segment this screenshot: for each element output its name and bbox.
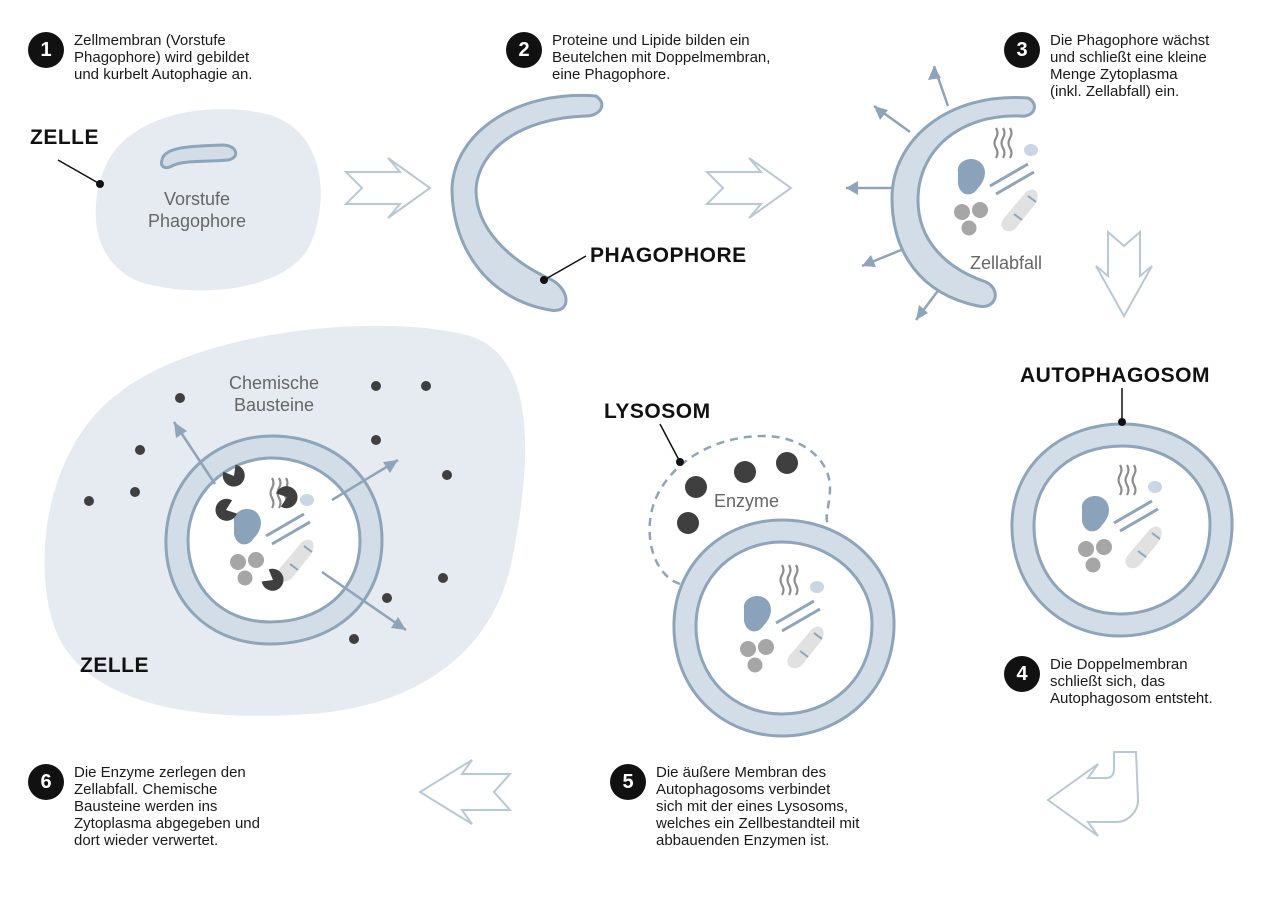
flow-arrow-1 bbox=[343, 157, 432, 219]
step-text-2: Proteine und Lipide bilden ein Beutelche… bbox=[552, 32, 771, 83]
label-vorstufe: Vorstufe Phagophore bbox=[147, 189, 247, 231]
growing-phagophore bbox=[846, 65, 1040, 321]
cell-step6 bbox=[44, 325, 526, 716]
step-number-5: 5 bbox=[610, 764, 646, 800]
phagophore-precursor bbox=[160, 143, 238, 170]
flow-arrow-5 bbox=[418, 759, 513, 825]
step-3: 3 Die Phagophore wächst und schließt ein… bbox=[1004, 32, 1209, 100]
step-number-4: 4 bbox=[1004, 656, 1040, 692]
step-text-4: Die Doppelmembran schließt sich, das Aut… bbox=[1050, 656, 1213, 707]
phagophore-pointer-dot bbox=[540, 276, 548, 284]
step-number-2: 2 bbox=[506, 32, 542, 68]
lysosom-pointer-dot bbox=[676, 458, 684, 466]
step-text-3: Die Phagophore wächst und schließt eine … bbox=[1050, 32, 1210, 100]
label-enzyme: Enzyme bbox=[714, 491, 780, 511]
phagophore-pointer-line bbox=[543, 255, 587, 281]
flow-arrow-4 bbox=[1046, 751, 1140, 837]
lysosome-fusion bbox=[648, 434, 896, 738]
label-lysosom: LYSOSOM bbox=[604, 400, 711, 423]
step-number-3: 3 bbox=[1004, 32, 1040, 68]
flow-arrow-3 bbox=[1095, 229, 1153, 319]
zelle-pointer-dot bbox=[96, 180, 104, 188]
step-number-6: 6 bbox=[28, 764, 64, 800]
phagophore bbox=[450, 93, 604, 312]
step-4: 4 Die Doppelmembran schließt sich, das A… bbox=[1004, 656, 1213, 707]
label-zelle-bottom: ZELLE bbox=[80, 654, 149, 677]
step-6: 6 Die Enzyme zerlegen den Zellabfall. Ch… bbox=[28, 764, 260, 849]
flow-arrow-2 bbox=[704, 157, 793, 219]
step-5: 5 Die äußere Membran des Autophagosoms v… bbox=[610, 764, 859, 849]
step-text-5: Die äußere Membran des Autophagosoms ver… bbox=[656, 764, 860, 849]
autophagosom-pointer-dot bbox=[1118, 418, 1126, 426]
cell-step1 bbox=[95, 109, 321, 291]
label-phagophore: PHAGOPHORE bbox=[590, 244, 747, 267]
label-zellabfall: Zellabfall bbox=[970, 253, 1043, 273]
autophagosome bbox=[1010, 422, 1234, 638]
step-1: 1 Zellmembran (Vorstufe Phagophore) wird… bbox=[28, 32, 252, 83]
step-text-6: Die Enzyme zerlegen den Zellabfall. Chem… bbox=[74, 764, 260, 849]
zelle-pointer-line bbox=[57, 159, 101, 185]
label-chemische-bausteine: Chemische Bausteine bbox=[228, 373, 320, 415]
step-number-1: 1 bbox=[28, 32, 64, 68]
step-text-1: Zellmembran (Vorstufe Phagophore) wird g… bbox=[74, 32, 253, 83]
lysosom-pointer-line bbox=[659, 423, 681, 463]
label-zelle-top: ZELLE bbox=[30, 126, 99, 149]
step-2: 2 Proteine und Lipide bilden ein Beutelc… bbox=[506, 32, 770, 83]
label-autophagosom: AUTOPHAGOSOM bbox=[1020, 364, 1210, 387]
